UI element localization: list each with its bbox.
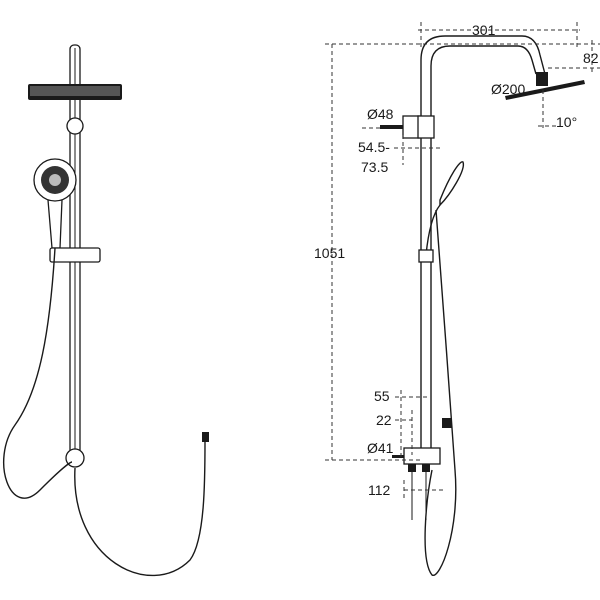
hose-right — [74, 439, 206, 577]
slider-bracket — [49, 247, 101, 263]
diverter-spindle — [380, 125, 403, 129]
hand-shower-side — [439, 161, 464, 207]
dim-head-diameter: Ø200 — [491, 81, 525, 97]
hose-end — [202, 432, 209, 442]
diverter-knob — [66, 117, 84, 135]
hose-side — [424, 209, 457, 576]
dim-wall-offset-max: 73.5 — [361, 159, 388, 175]
hose-left — [2, 247, 73, 499]
dim-total-height: 1051 — [314, 245, 345, 261]
hand-shower — [33, 158, 77, 249]
dim-inlet-depth: 112 — [368, 482, 391, 498]
dim-diverter-diameter: Ø48 — [367, 106, 394, 122]
dim-mixer-22: 22 — [376, 412, 392, 428]
dim-wall-offset-min: 54.5- — [358, 139, 390, 155]
slider-side — [418, 249, 434, 263]
shower-head-side — [505, 80, 585, 100]
dim-head-drop: 82 — [583, 50, 599, 66]
dim-mixer-55: 55 — [374, 388, 390, 404]
riser-arm — [420, 35, 546, 450]
head-joint — [536, 72, 548, 86]
front-view — [2, 44, 209, 577]
mixer-body — [403, 447, 441, 465]
dim-head-tilt: 10° — [556, 114, 577, 130]
dim-inlet-diameter: Ø41 — [367, 440, 394, 456]
diverter-body — [402, 115, 420, 139]
side-view: 301 82 Ø200 10° Ø48 54.5- 73.5 1051 55 2… — [314, 22, 600, 576]
dim-arm-reach: 301 — [472, 22, 496, 38]
